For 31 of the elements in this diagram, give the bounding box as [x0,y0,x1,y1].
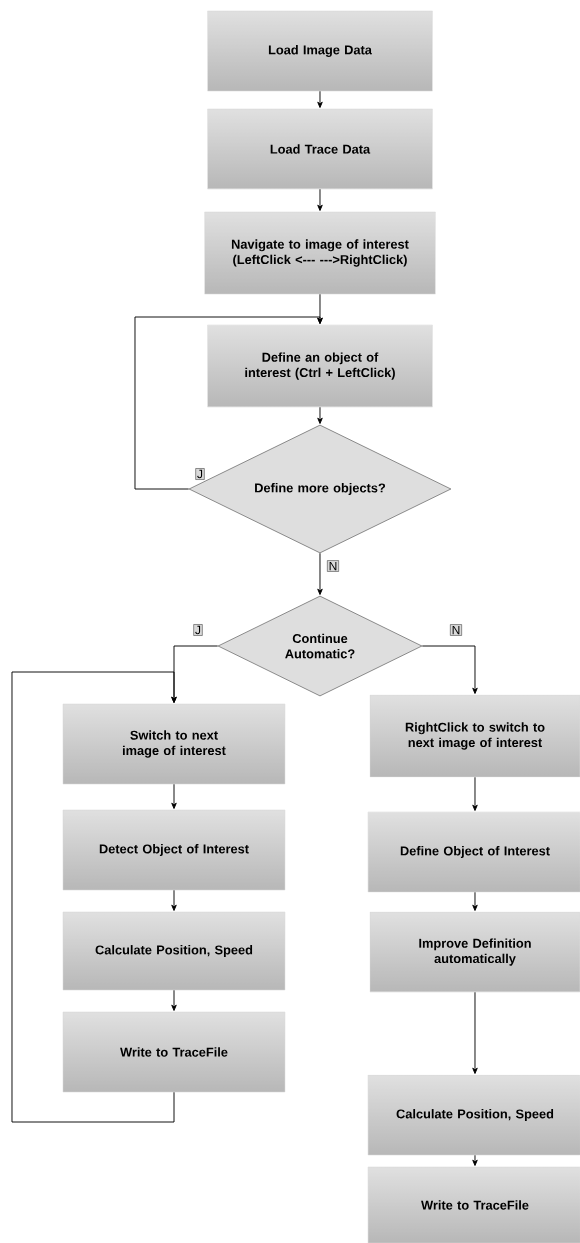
process-box: Define Object of Interest [367,811,580,893]
edge-label: J [195,468,205,480]
arrow [317,552,323,595]
process-box: Load Image Data [207,10,433,92]
arrow [472,891,478,911]
process-box: Improve Definition automatically [369,911,580,993]
edge-label: J [193,624,203,636]
process-box: Define an object of interest (Ctrl + LeftClick) [207,324,433,408]
arrow [317,188,323,211]
process-box: Detect Object of Interest [62,809,286,891]
process-box: Switch to next image of interest [62,703,286,785]
process-box: Write to TraceFile [62,1011,286,1093]
arrow [171,889,177,911]
arrow [134,316,323,490]
process-box: Load Trace Data [207,108,433,190]
arrow [171,783,177,809]
arrow [472,1154,478,1166]
edge-label: N [327,560,339,572]
arrow [421,645,478,694]
process-box: RightClick to switch to next image of interest [369,694,580,778]
process-box: Write to TraceFile [367,1166,580,1243]
process-box: Calculate Position, Speed [367,1074,580,1156]
arrow [317,406,323,424]
edge-label: N [450,624,462,636]
arrow [11,671,177,1123]
arrow [171,989,177,1011]
arrow [317,90,323,108]
process-box: Navigate to image of interest (LeftClick <--- --->RightClick) [204,211,436,295]
process-box: Calculate Position, Speed [62,911,286,991]
arrow [472,991,478,1074]
arrow [472,776,478,811]
